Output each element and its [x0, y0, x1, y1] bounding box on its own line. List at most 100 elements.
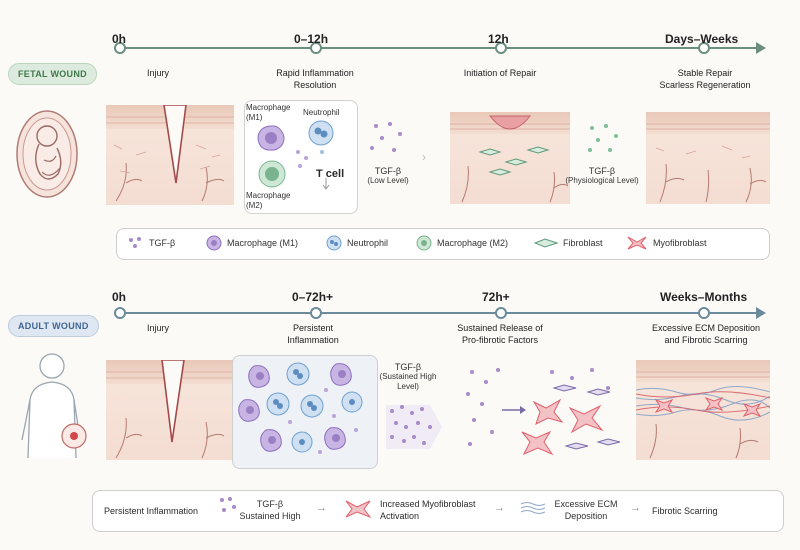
fetal-repair-skin-panel	[450, 112, 570, 204]
adult-node-72h	[495, 307, 507, 319]
fetal-legend	[116, 228, 770, 260]
tgf-physiological-label: TGF-β (Physiological Level)	[562, 166, 642, 186]
fetal-macrophage-m1-label-l2: (M1)	[246, 113, 263, 122]
tgf-high-dots	[386, 405, 442, 449]
flow-tgf-dots-icon	[220, 497, 236, 512]
fetal-macrophage-m2-label: Macrophage (M2)	[246, 191, 292, 211]
flow-tgf-label-l2: Sustained High	[239, 511, 301, 521]
adult-stage-persistent-inflammation-l1: Persistent	[292, 323, 334, 333]
adult-fibrotic-scar-panel	[636, 360, 770, 460]
fetal-time-12h: 12h	[488, 32, 509, 46]
legend-macrophage-m2-label: Macrophage (M2)	[437, 238, 509, 248]
tgf-low-name: TGF-β	[374, 166, 402, 176]
adult-node-0h	[114, 307, 126, 319]
fetal-stage-stable-repair-l2: Scarless Regeneration	[659, 80, 751, 90]
legend-macrophage-m1: Macrophage (M1)	[206, 235, 298, 251]
tgf-high-level-l2: Level)	[397, 382, 419, 391]
flow-arrow-1-icon: →	[316, 502, 327, 514]
fetal-stage-initiation: Initiation of Repair	[463, 68, 537, 78]
adult-node-weeks-months	[698, 307, 710, 319]
fetal-stage-rapid-inflammation: Rapid Inflammation Resolution	[255, 67, 375, 91]
tgf-physiological-name: TGF-β	[588, 166, 616, 176]
legend-tgf: TGF-β	[128, 236, 175, 250]
adult-time-weeks-months: Weeks–Months	[660, 290, 748, 304]
adult-stage-injury: Injury	[146, 323, 169, 333]
flow-tgf-sustained-high: TGF-β Sustained High	[238, 498, 302, 522]
adult-flow-legend	[92, 490, 784, 532]
adult-myofibroblast-activation	[466, 368, 621, 456]
fetal-node-12h	[495, 42, 507, 54]
tgf-dots-icon	[129, 237, 141, 248]
adult-stage-excessive-ecm-l2: and Fibrotic Scarring	[664, 335, 748, 345]
fetal-node-days-weeks	[698, 42, 710, 54]
legend-fibroblast-label: Fibroblast	[563, 238, 603, 248]
flow-myofibroblast-icon	[345, 500, 372, 519]
tgf-low-level: (Low Level)	[367, 176, 409, 185]
adult-stage-persistent-inflammation-l2: Inflammation	[287, 335, 339, 345]
flow-excessive-ecm: Excessive ECM Deposition	[548, 498, 624, 522]
flow-ecm-label-l1: Excessive ECM	[554, 499, 618, 509]
flow-ecm-fibers-icon	[520, 502, 546, 514]
fetal-time-0h: 0h	[112, 32, 127, 46]
fetal-macrophage-m1-label: Macrophage (M1)	[246, 103, 292, 123]
tgf-high-name: TGF-β	[394, 362, 422, 372]
adult-person-icon	[21, 353, 87, 459]
tgf-high-label: TGF-β (Sustained High Level)	[378, 362, 438, 392]
tgf-low-label: TGF-β (Low Level)	[362, 166, 414, 186]
neutrophil-legend-icon	[326, 235, 342, 251]
macrophage-m1-icon	[257, 125, 285, 151]
fetal-stage-injury: Injury	[146, 68, 169, 78]
tgf-physiological-dots	[588, 124, 618, 152]
legend-macrophage-m2: Macrophage (M2)	[416, 235, 508, 251]
fetal-stage-rapid-inflammation-l1: Rapid Inflammation	[276, 68, 354, 78]
fetal-node-0h	[114, 42, 126, 54]
fetal-macrophage-m2-label-l2: (M2)	[246, 201, 263, 210]
adult-time-0h: 0h	[112, 290, 127, 304]
fetal-chevron-right-icon: ›	[422, 150, 426, 164]
fetal-timeline	[118, 47, 758, 49]
fetal-timeline-arrowhead	[756, 42, 766, 54]
adult-stage-sustained-release: Sustained Release of Pro-fibrotic Factor…	[440, 322, 560, 346]
fetal-tcell-label: T cell	[316, 168, 345, 180]
legend-macrophage-m1-label: Macrophage (M1)	[227, 238, 299, 248]
adult-timeline-arrowhead	[756, 307, 766, 319]
legend-neutrophil-label: Neutrophil	[347, 238, 389, 248]
tgf-high-level-l1: (Sustained High	[379, 372, 437, 381]
fetal-injury-skin-panel	[106, 105, 234, 205]
adult-timeline	[118, 312, 758, 314]
fetal-macrophage-m2-label-l1: Macrophage	[246, 191, 291, 200]
tgf-low-dots	[370, 122, 402, 152]
fetal-stage-stable-repair: Stable Repair Scarless Regeneration	[650, 67, 760, 91]
legend-fibroblast: Fibroblast	[534, 235, 603, 251]
macrophage-m1-legend-icon	[206, 235, 222, 251]
adult-time-0-72h: 0–72h+	[292, 290, 334, 304]
adult-time-72h: 72h+	[482, 290, 510, 304]
neutrophil-icon	[308, 120, 334, 146]
fetal-time-days-weeks: Days–Weeks	[665, 32, 739, 46]
flow-tgf-label-l1: TGF-β	[256, 499, 284, 509]
adult-stage-excessive-ecm: Excessive ECM Deposition and Fibrotic Sc…	[636, 322, 776, 346]
fetal-regenerated-skin-panel	[646, 112, 770, 204]
tgf-physiological-level: (Physiological Level)	[565, 176, 639, 185]
adult-wound-badge: ADULT WOUND	[8, 315, 99, 337]
fetal-stage-rapid-inflammation-l2: Resolution	[293, 80, 337, 90]
adult-stage-excessive-ecm-l1: Excessive ECM Deposition	[651, 323, 761, 333]
fetal-macrophage-m1-label-l1: Macrophage	[246, 103, 291, 112]
fetal-immune-cell-box	[244, 100, 358, 214]
adult-stage-sustained-release-l2: Pro-fibrotic Factors	[461, 335, 539, 345]
flow-myofibroblast-activation: Increased Myofibroblast Activation	[380, 498, 476, 522]
flow-myofibroblast-label-l2: Activation	[380, 511, 420, 521]
fetus-icon	[16, 110, 78, 198]
adult-stage-persistent-inflammation: Persistent Inflammation	[268, 322, 358, 346]
flow-fibrotic-scarring: Fibrotic Scarring	[652, 506, 718, 516]
legend-tgf-label: TGF-β	[149, 238, 176, 248]
flow-myofibroblast-label-l1: Increased Myofibroblast	[380, 499, 476, 509]
flow-arrow-2-icon: →	[494, 502, 505, 514]
fetal-time-0-12h: 0–12h	[294, 32, 329, 46]
legend-myofibroblast: Myofibroblast	[626, 235, 707, 251]
flow-ecm-label-l2: Deposition	[564, 511, 608, 521]
legend-neutrophil: Neutrophil	[326, 235, 388, 251]
fetal-cell-debris	[296, 150, 330, 190]
myofibroblast-legend-icon	[627, 236, 647, 250]
fetal-wound-badge: FETAL WOUND	[8, 63, 97, 85]
